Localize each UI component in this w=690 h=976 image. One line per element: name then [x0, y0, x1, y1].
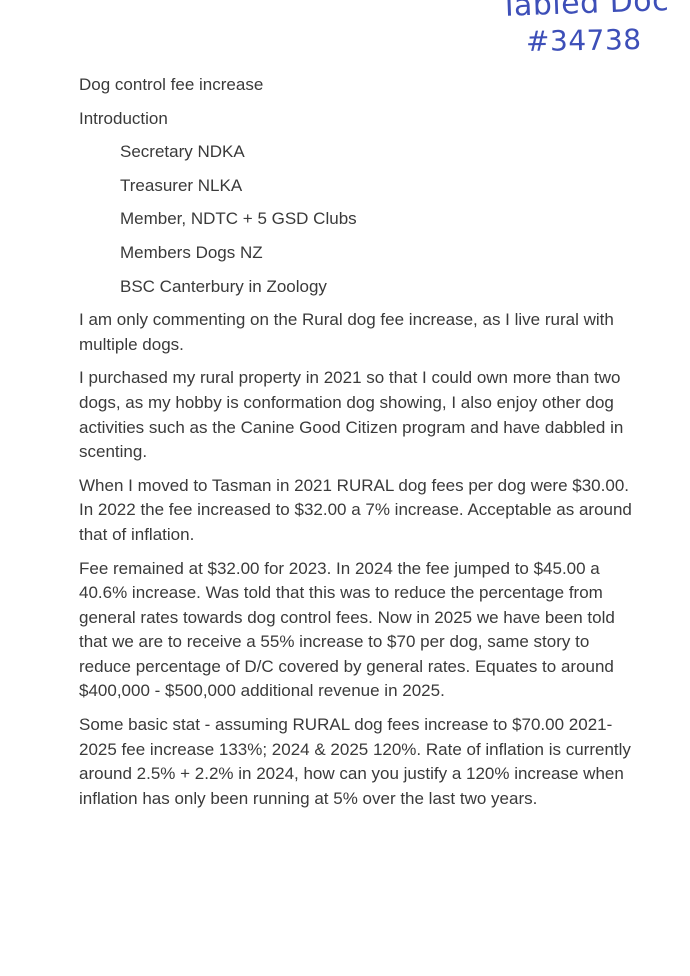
- document-number-stamp: #34738: [525, 22, 642, 59]
- paragraph-fee-history: When I moved to Tasman in 2021 RURAL dog…: [79, 475, 632, 544]
- credentials-list: Secretary NDKA Treasurer NLKA Member, ND…: [79, 140, 639, 299]
- paragraph-property: I purchased my rural property in 2021 so…: [79, 368, 624, 462]
- credential-item: BSC Canterbury in Zoology: [120, 276, 327, 296]
- credential-item: Treasurer NLKA: [120, 175, 243, 195]
- paragraph-fee-jump: Fee remained at $32.00 for 2023. In 2024…: [79, 558, 615, 701]
- credential-item: Secretary NDKA: [120, 142, 245, 162]
- credential-item: Members Dogs NZ: [120, 242, 263, 262]
- document-title: Dog control fee increase: [79, 75, 264, 94]
- credential-item: Member, NDTC + 5 GSD Clubs: [120, 209, 357, 229]
- tabled-doc-stamp: Tabled Doc: [499, 0, 670, 24]
- paragraph-rural-comment: I am only commenting on the Rural dog fe…: [79, 310, 614, 354]
- introduction-heading: Introduction: [79, 108, 168, 128]
- paragraph-statistics: Some basic stat - assuming RURAL dog fee…: [79, 715, 631, 808]
- document-body: Dog control fee increase Introduction Se…: [79, 73, 639, 820]
